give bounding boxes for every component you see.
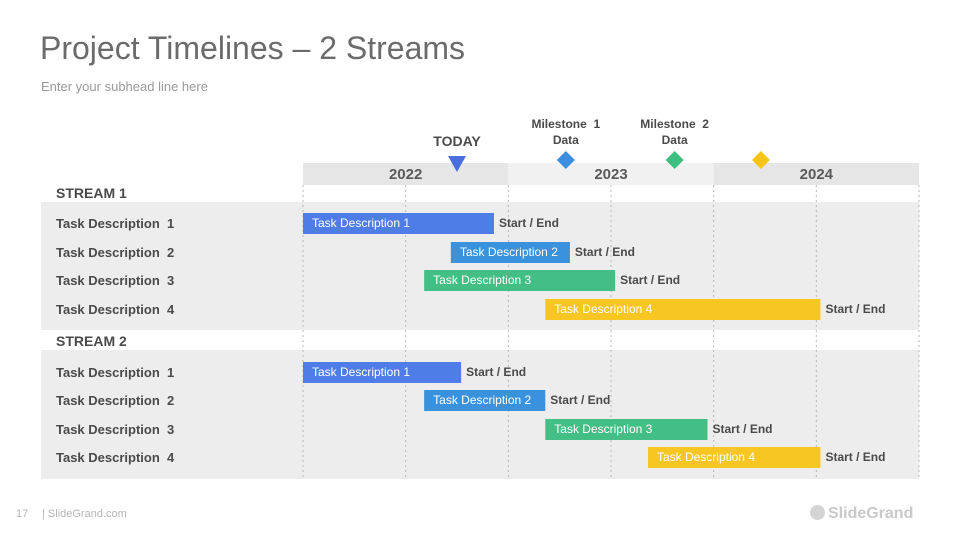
- task-start-end-label: Start / End: [713, 422, 773, 436]
- task-bar-label: Task Description 1: [312, 216, 410, 230]
- task-start-end-label: Start / End: [466, 365, 526, 379]
- page-title: Project Timelines – 2 Streams: [40, 30, 466, 66]
- task-bar-label: Task Description 3: [554, 422, 652, 436]
- task-bar-label: Task Description 4: [554, 302, 652, 316]
- task-start-end-label: Start / End: [825, 450, 885, 464]
- page-subtitle: Enter your subhead line here: [41, 79, 208, 94]
- task-label: Task Description 1: [56, 365, 174, 380]
- task-label: Task Description 4: [56, 450, 175, 465]
- task-bar: [303, 362, 462, 383]
- task-label: Task Description 2: [56, 245, 174, 260]
- task-label: Task Description 2: [56, 393, 174, 408]
- today-marker-icon: [448, 156, 466, 172]
- task-bar-label: Task Description 1: [312, 365, 410, 379]
- task-bar-label: Task Description 2: [460, 245, 558, 259]
- task-bar: [545, 299, 821, 320]
- brand-name: SlideGrand: [828, 505, 914, 522]
- task-bar: [424, 390, 546, 411]
- milestone-label: Milestone 1: [531, 117, 600, 131]
- task-start-end-label: Start / End: [550, 393, 610, 407]
- page-number: 17: [16, 508, 29, 520]
- year-label: 2022: [389, 166, 422, 183]
- brand-logo: SlideGrand: [810, 505, 913, 523]
- task-start-end-label: Start / End: [825, 302, 885, 316]
- task-start-end-label: Start / End: [499, 216, 559, 230]
- task-bar-label: Task Description 3: [433, 273, 531, 287]
- milestone-sublabel: Data: [553, 133, 579, 147]
- task-bar: [545, 419, 708, 440]
- task-start-end-label: Start / End: [620, 273, 680, 287]
- today-label: TODAY: [433, 133, 481, 149]
- task-label: Task Description 3: [56, 273, 174, 288]
- year-header-cell: [508, 163, 714, 185]
- milestone-diamond-icon: [751, 151, 770, 169]
- footer-site-link[interactable]: | SlideGrand.com: [42, 508, 127, 520]
- milestone-sublabel: Data: [662, 133, 688, 147]
- milestone-diamond-icon: [556, 151, 575, 169]
- stream-title: STREAM 1: [56, 185, 127, 201]
- stream-title: STREAM 2: [56, 333, 127, 349]
- task-label: Task Description 3: [56, 422, 174, 437]
- task-bar: [424, 270, 616, 291]
- year-header-cell: [713, 163, 919, 185]
- task-bar-label: Task Description 4: [657, 450, 755, 464]
- brand-icon: [810, 505, 825, 520]
- task-start-end-label: Start / End: [575, 245, 635, 259]
- year-label: 2023: [594, 166, 627, 183]
- task-bar: [303, 213, 494, 234]
- task-bar-label: Task Description 2: [433, 393, 531, 407]
- task-label: Task Description 1: [56, 216, 174, 231]
- milestone-label: Milestone 2: [640, 117, 709, 131]
- task-label: Task Description 4: [56, 302, 175, 317]
- milestone-diamond-icon: [665, 151, 684, 169]
- task-bar: [647, 447, 821, 468]
- year-label: 2024: [800, 166, 834, 183]
- task-bar: [450, 242, 570, 263]
